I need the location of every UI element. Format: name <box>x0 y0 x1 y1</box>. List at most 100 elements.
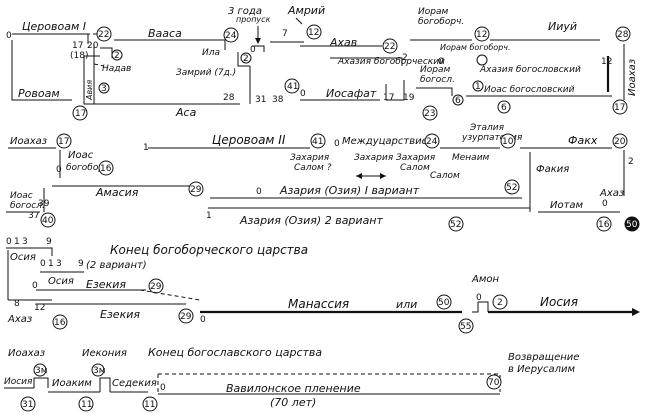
hosea-label: Осия <box>10 252 36 263</box>
num-1-r2: 1 <box>143 143 149 153</box>
row-3: 0 1 3 9 Осия Конец богоборческого царств… <box>6 237 640 334</box>
num-1: 1 <box>475 82 481 92</box>
joash-godly-label2-r2: богосл. <box>10 201 45 211</box>
circle-52b <box>504 179 520 195</box>
shallum-label: Салом <box>430 171 460 181</box>
jeconiah-bump <box>99 377 111 392</box>
ahaz-label: Ахаз <box>7 314 32 325</box>
num-37: 37 <box>28 211 39 221</box>
num-1-r3: 1 <box>14 237 20 247</box>
jeconiah-label: Иекония <box>82 348 127 359</box>
circle-24r2 <box>424 133 440 149</box>
num-9b-r3: 9 <box>78 259 84 269</box>
amon-bump <box>472 301 489 313</box>
num-0b-r2: 0 <box>334 139 340 149</box>
baasha-line <box>114 39 226 50</box>
num-8: 8 <box>14 299 20 309</box>
return-label: Возвращение <box>508 352 579 363</box>
joram-ungodly2: Иорам богоборч. <box>440 43 511 52</box>
jehu-label: Ииуй <box>548 20 577 33</box>
num-38: 38 <box>272 95 284 105</box>
circle-41 <box>284 78 300 94</box>
n0: 0 <box>6 31 12 41</box>
num-24-r2: 24 <box>426 137 438 147</box>
circle-6b <box>497 100 511 114</box>
usurpation-label2: узурпатория <box>461 133 523 143</box>
azariah-v1-label: Азария (Озия) I вариант <box>279 184 420 197</box>
arrow-right <box>380 173 386 179</box>
ahaziah-line <box>330 57 403 66</box>
num-29b-r3: 29 <box>180 312 192 322</box>
num-6: 6 <box>455 96 461 106</box>
num-24: 24 <box>225 31 237 41</box>
circle-11a <box>78 396 94 412</box>
circle-3m-b <box>91 363 105 377</box>
num-52: 52 <box>450 220 461 230</box>
josiah-arrow <box>632 308 640 316</box>
omri-pointer <box>295 17 303 25</box>
circle-70 <box>486 374 502 390</box>
num-0c-r4: 0 <box>160 383 166 393</box>
num-7: 7 <box>282 29 288 39</box>
num-17-r2: 17 <box>58 137 69 147</box>
or-label: или <box>396 298 417 311</box>
num-0b-r3: 0 <box>40 259 46 269</box>
usurpation-label: Эталия <box>469 123 505 133</box>
num-0d: 0 <box>438 57 444 67</box>
josiah-label: Иосия <box>540 295 578 309</box>
ahaz-label-r2: Ахаз <box>599 188 624 199</box>
dash <box>93 63 105 67</box>
num-0c-r2: 0 <box>256 187 262 197</box>
joash-godly-label-r2: Иоас <box>10 191 33 201</box>
num-3: 3 <box>101 84 107 94</box>
joram-ungodly-label2: богоборч. <box>418 17 464 27</box>
interregnum-label: Междуцарствие <box>342 136 428 147</box>
elah-label: Ила <box>202 48 220 58</box>
zimri-label: Замрий (7д.) <box>176 68 236 78</box>
num-55: 55 <box>460 322 471 332</box>
num-50-r2: 50 <box>626 220 638 230</box>
exile-label: Вавилонское пленение <box>226 382 361 395</box>
row-2: Иоахаз 17 Иоас богоборч. 0 16 1 Церовоам… <box>6 123 640 232</box>
num-0: 0 <box>250 45 256 55</box>
num-2-r3: 2 <box>497 298 503 308</box>
circle-50r3 <box>436 294 452 310</box>
circle-12c <box>476 54 488 66</box>
zechariah2-label: Захария <box>396 153 436 163</box>
circle-17 <box>72 105 88 121</box>
ahab-label: Ахав <box>329 36 357 49</box>
circle-1 <box>472 80 484 92</box>
baasha-label: Вааса <box>148 27 182 40</box>
circle-17r2 <box>56 133 72 149</box>
zechariah-q: Захария <box>290 153 330 163</box>
num-16: 16 <box>100 164 112 174</box>
circle-22b <box>382 38 398 54</box>
circle-2 <box>111 49 123 61</box>
num-0-manasseh: 0 <box>200 315 206 325</box>
circle-3 <box>98 82 110 94</box>
hosea2-label: Осия <box>48 276 74 287</box>
jotham-label: Иотам <box>550 200 584 211</box>
joash-ungodly-label: Иоас <box>68 150 94 161</box>
jehoahaz-label: Иоахаз <box>627 59 638 96</box>
ahaziah-ungodly-label: Ахазия богоборческий <box>337 57 445 67</box>
circle-17c <box>612 99 628 115</box>
rehoboam-line <box>11 40 72 101</box>
circle-16r3 <box>52 314 68 330</box>
num-17c: 17 <box>383 93 394 103</box>
joram-godly-label: Иорам <box>420 65 450 75</box>
num-40: 40 <box>42 216 54 226</box>
num-9-r3: 9 <box>46 237 52 247</box>
end-ungodly-label: Конец богоборческого царства <box>110 243 308 257</box>
num-2-r2: 2 <box>628 157 634 167</box>
num-12: 12 <box>308 28 319 38</box>
num-41: 41 <box>287 82 298 92</box>
num-2: 2 <box>114 51 120 61</box>
num-23: 23 <box>424 109 435 119</box>
menahem-label: Менаим <box>452 153 490 163</box>
circle-40 <box>40 212 56 228</box>
num-3b-r3: 3 <box>56 259 62 269</box>
num-0-r2: 0 <box>56 165 62 175</box>
num-22: 22 <box>98 30 109 40</box>
circle-2r3 <box>492 294 508 310</box>
